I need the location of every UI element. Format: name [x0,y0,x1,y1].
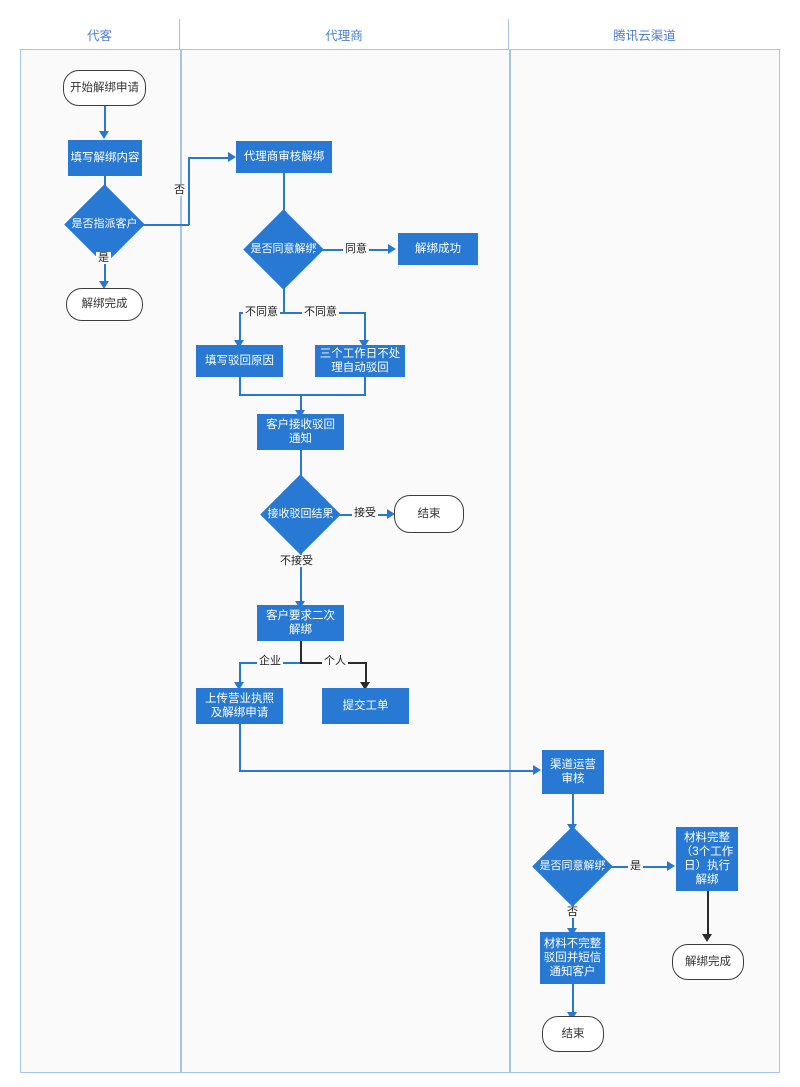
node-agent-review: 代理商审核解绑 [236,141,332,173]
edge-label-assign-yes: 是 [96,252,111,265]
lane-divider-2 [509,50,511,1073]
lane-header-customer: 代客 [20,19,180,49]
node-fill-content-label: 填写解绑内容 [70,151,140,164]
node-upload-license: 上传营业执照 及解绑申请 [196,688,283,724]
edge-assign-no-h1 [133,224,189,226]
edge-upload-right [239,770,536,772]
edge-notice-to-result [300,450,302,485]
edge-assign-yes [104,253,106,283]
node-second-request: 客户要求二次 解绑 [257,605,344,641]
edge-upload-down [239,724,241,771]
node-unbind-done-2: 解绑完成 [672,944,744,980]
edge-label-assign-no: 否 [172,184,187,197]
edge-not-accept [300,543,302,603]
lane-label-tencent: 腾讯云渠道 [613,28,676,43]
edge-assign-no-v [188,157,190,225]
node-fill-reject-label: 填写驳回原因 [205,354,274,367]
edge-label-not-accept: 不接受 [278,555,315,568]
arrowhead-disagree-right [359,340,369,348]
arrowhead-assign-yes [99,281,109,289]
node-material-bad: 材料不完整 驳回并短信 通知客户 [540,932,605,984]
node-unbind-success-label: 解绑成功 [415,242,461,255]
edge-individual-v [365,662,367,684]
node-unbind-done-2-label: 解绑完成 [685,955,731,968]
node-channel-review-label: 渠道运营 审核 [550,758,596,785]
node-agree-unbind-2-label: 是否同意解绑 [539,859,606,872]
node-material-ok-label: 材料完整 （3个工作 日）执行 解绑 [680,831,734,887]
edge-start-to-fill [104,106,106,132]
node-second-request-label: 客户要求二次 解绑 [266,609,335,636]
node-fill-content: 填写解绑内容 [68,140,142,176]
node-material-bad-label: 材料不完整 驳回并短信 通知客户 [543,937,602,978]
node-start-label: 开始解绑申请 [70,81,139,94]
node-submit-ticket: 提交工单 [322,688,409,724]
node-receive-notice: 客户接收驳回 通知 [257,414,344,450]
node-unbind-done-1-label: 解绑完成 [81,298,128,311]
node-channel-review: 渠道运营 审核 [542,750,604,794]
node-end-1-label: 结束 [417,507,441,520]
lane-header-tencent: 腾讯云渠道 [509,19,780,49]
node-assign-customer-label: 是否指派客户 [71,217,138,230]
node-end-1: 结束 [394,495,464,533]
edge-merge-stem [300,394,302,412]
edge-materialok-to-done [707,891,709,936]
edge-enterprise-v [239,662,241,684]
lane-label-agent: 代理商 [325,28,363,43]
node-start: 开始解绑申请 [63,70,146,106]
node-agree-unbind-2: 是否同意解绑 [532,826,613,907]
edge-split-stem [300,641,302,663]
edge-label-disagree-right: 不同意 [302,306,339,319]
node-end-2-label: 结束 [561,1027,585,1040]
edge-disagree-right-v [364,312,366,342]
arrowhead-start-to-fill [99,131,109,139]
arrowhead-accept [387,509,395,519]
edge-fillreject-down [239,377,241,395]
node-receive-notice-label: 客户接收驳回 通知 [266,418,335,445]
node-reject-result: 接收驳回结果 [260,474,341,555]
arrowhead-materialok-to-done [702,934,712,942]
edge-label-enterprise: 企业 [257,655,283,668]
node-assign-customer: 是否指派客户 [64,184,145,265]
edge-disagree-left-v [239,312,241,342]
node-end-2: 结束 [542,1016,604,1052]
node-material-ok: 材料完整 （3个工作 日）执行 解绑 [676,827,738,891]
node-agent-review-label: 代理商审核解绑 [243,150,325,163]
edge-label-accept: 接受 [352,507,378,520]
arrowhead-disagree-left [234,340,244,348]
arrowhead-upload-to-channel [533,765,541,775]
edge-channel-to-decision [572,794,574,826]
edge-label-agree: 同意 [343,243,369,256]
edge-merge-bus [239,394,366,396]
edge-autoreject-down [364,377,366,395]
node-reject-result-label: 接收驳回结果 [267,507,334,520]
node-fill-reject: 填写驳回原因 [196,345,283,377]
swimlane-header-row: 代客 代理商 腾讯云渠道 [20,19,780,50]
node-auto-reject-label: 三个工作日不处 理自动驳回 [319,347,401,374]
node-upload-license-label: 上传营业执照 及解绑申请 [205,692,274,719]
edge-label-disagree-left: 不同意 [243,306,280,319]
node-unbind-done-1: 解绑完成 [66,288,143,321]
edge-label-agree2-no: 否 [565,906,580,919]
node-submit-ticket-label: 提交工单 [342,699,389,712]
arrowhead-assign-no [228,152,236,162]
node-agree-unbind: 是否同意解绑 [243,209,324,290]
lane-header-agent: 代理商 [180,19,509,49]
arrowhead-agree-yes [388,244,396,254]
arrowhead-individual [360,682,370,690]
node-auto-reject: 三个工作日不处 理自动驳回 [315,345,405,377]
lane-divider-1 [180,50,182,1073]
arrowhead-agree2-yes [667,861,675,871]
edge-agentreview-to-decision [283,173,285,217]
edge-label-individual: 个人 [322,655,348,668]
edge-materialbad-to-end [572,984,574,1014]
arrowhead-enterprise [234,682,244,690]
swimlane-frame [20,19,780,1073]
edge-disagree-stem [283,278,285,313]
edge-assign-no-h2 [188,157,230,159]
lane-label-customer: 代客 [86,28,112,43]
node-agree-unbind-label: 是否同意解绑 [250,242,317,255]
node-unbind-success: 解绑成功 [398,233,478,265]
edge-label-agree2-yes: 是 [628,860,643,873]
